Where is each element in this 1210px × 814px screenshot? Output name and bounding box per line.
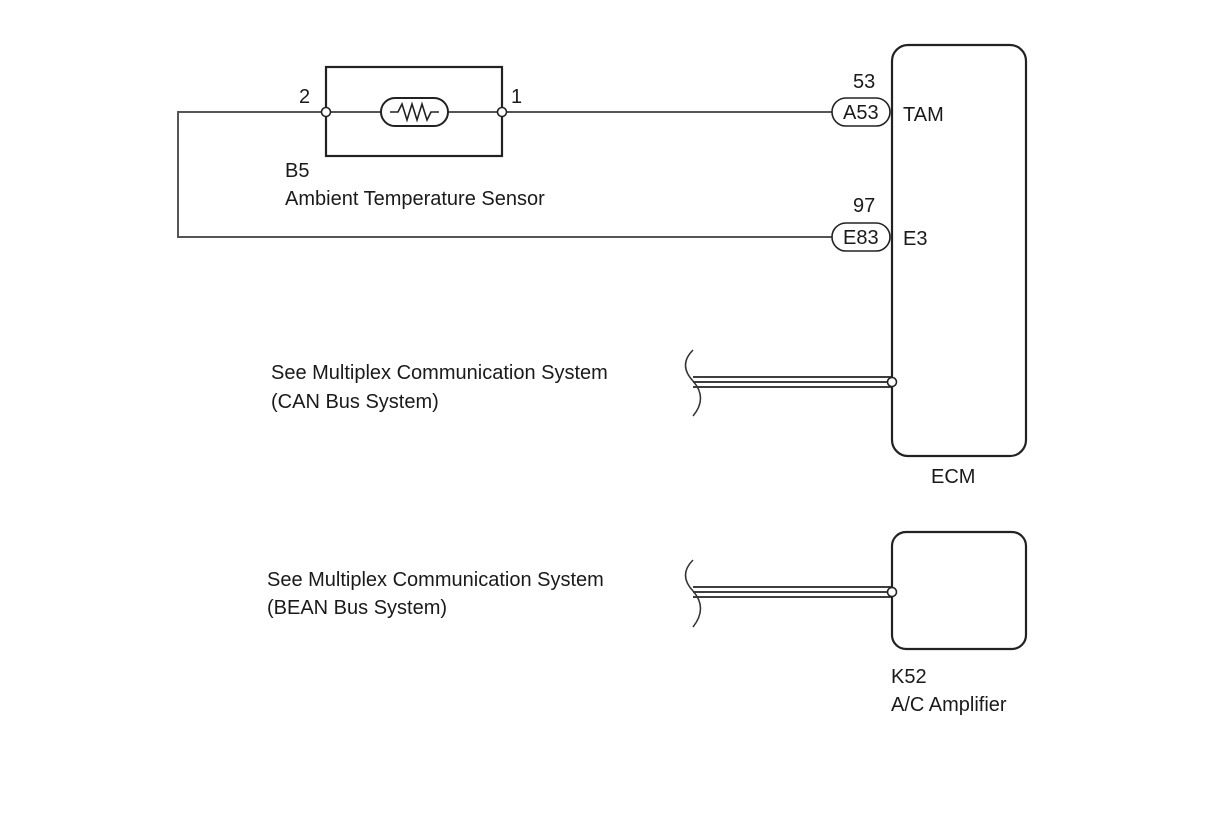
ecm-can-terminal bbox=[886, 376, 898, 388]
connector-a53 bbox=[831, 97, 891, 127]
thermistor-icon bbox=[380, 97, 449, 127]
connector-e83-label: E83 bbox=[843, 227, 879, 249]
bean-bus-lines bbox=[684, 559, 892, 628]
pin-97-label: 97 bbox=[853, 195, 875, 217]
signal-e3-label: E3 bbox=[903, 228, 927, 250]
amplifier-name: A/C Amplifier bbox=[891, 694, 1007, 716]
bean-reference-line2: (BEAN Bus System) bbox=[267, 597, 447, 619]
bean-reference-line1: See Multiplex Communication System bbox=[267, 569, 604, 591]
connector-a53-label: A53 bbox=[843, 102, 879, 124]
can-bus-lines bbox=[684, 349, 892, 417]
sensor-pin-1-terminal bbox=[496, 106, 508, 118]
wire-e3 bbox=[177, 111, 832, 238]
amplifier-box bbox=[890, 530, 1028, 651]
sensor-code: B5 bbox=[285, 160, 309, 182]
pin-53-label: 53 bbox=[853, 71, 875, 93]
sensor-pin-2-terminal bbox=[320, 106, 332, 118]
sensor-pin-1-label: 1 bbox=[511, 86, 522, 108]
amplifier-bean-terminal bbox=[886, 586, 898, 598]
can-reference-line1: See Multiplex Communication System bbox=[271, 362, 608, 384]
connector-e83 bbox=[831, 222, 891, 252]
ecm-name: ECM bbox=[931, 466, 975, 488]
sensor-name: Ambient Temperature Sensor bbox=[285, 188, 545, 210]
ecm-box bbox=[890, 43, 1028, 458]
sensor-pin-2-label: 2 bbox=[299, 86, 310, 108]
amplifier-code: K52 bbox=[891, 666, 927, 688]
can-reference-line2: (CAN Bus System) bbox=[271, 391, 439, 413]
signal-tam-label: TAM bbox=[903, 104, 944, 126]
